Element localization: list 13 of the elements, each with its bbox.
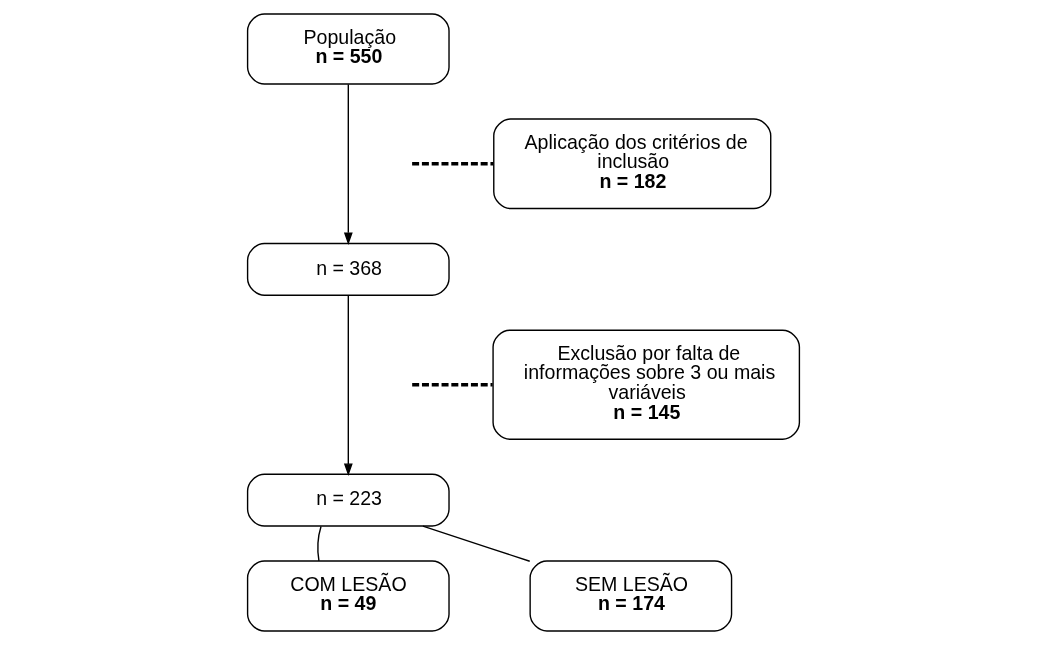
connector (316, 525, 322, 562)
node-box: Exclusão por falta de informações sobre 3 ou mais variáveis n = 145 (491, 329, 800, 440)
node-box: n = 368 (246, 242, 450, 296)
node-box: n = 223 (246, 473, 450, 527)
node-box: Aplicação dos critérios de inclusão n = 182 (492, 118, 771, 210)
arrow (343, 83, 353, 246)
node-box: População n = 550 (246, 13, 450, 85)
node-box: SEM LESÃO n = 174 (528, 560, 732, 632)
arrow (343, 294, 353, 477)
connector (421, 525, 530, 562)
connector (411, 383, 493, 387)
node-box: COM LESÃO n = 49 (246, 560, 450, 632)
connector (411, 162, 493, 166)
